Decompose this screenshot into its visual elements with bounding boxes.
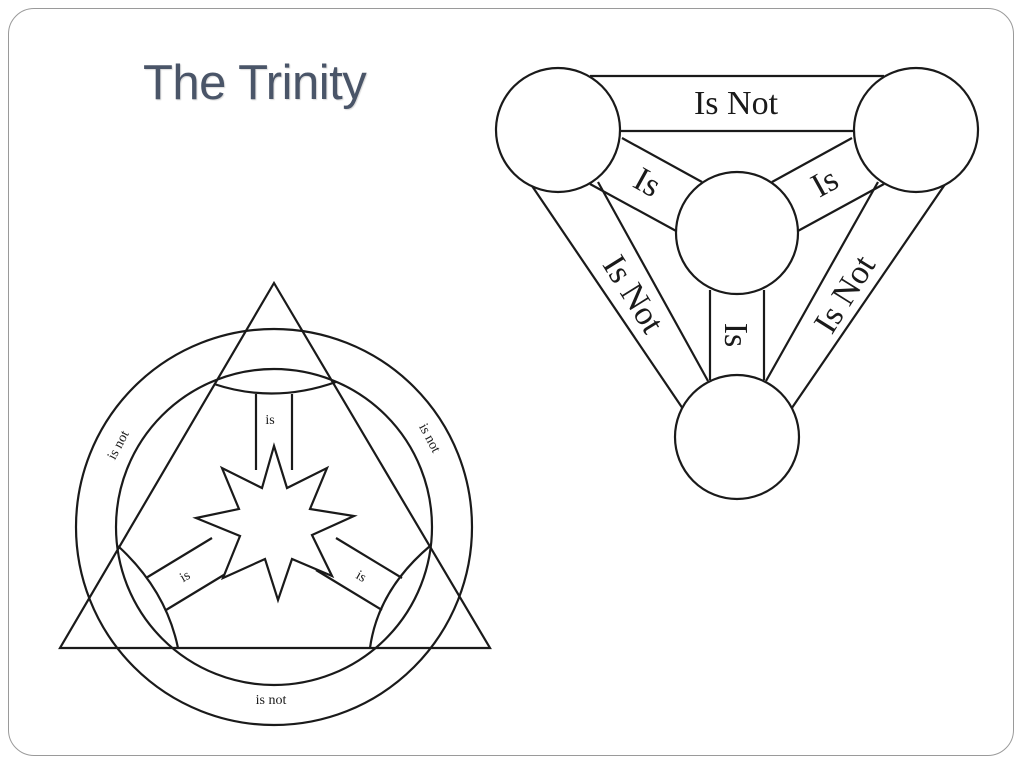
- shield-upper-right-inner-label: Is: [805, 161, 844, 205]
- triangle-left-spoke-label: is: [177, 568, 193, 586]
- triangle-bottom-arc-label: is not: [256, 693, 287, 708]
- shield-band-right: [765, 179, 949, 438]
- shield-circle-top-left: [494, 66, 622, 194]
- shield-band-upper-right: [771, 137, 885, 233]
- triangle-left-arc-label: is not: [105, 428, 133, 462]
- shield-band-left: [527, 179, 709, 438]
- shield-top-label: Is Not: [694, 85, 779, 122]
- triangle-outer-ring: [74, 327, 474, 727]
- left-corner-arc: [117, 545, 180, 649]
- triangle-right-spoke-label: is: [353, 568, 369, 586]
- shield-circle-top-right: [852, 66, 980, 194]
- top-spoke: [254, 394, 294, 470]
- triangle-trinity-diagram: is is is is not is not is not: [58, 280, 492, 727]
- right-corner-arc: [368, 545, 431, 649]
- left-spoke: [145, 537, 233, 611]
- top-corner-arc: [213, 380, 337, 395]
- right-spoke: [315, 537, 403, 611]
- triangle-inner-ring: [114, 367, 434, 687]
- triangle-right-arc-label: is not: [415, 421, 443, 455]
- slide-title: The Trinity: [143, 56, 367, 110]
- triangle-top-spoke-label: is: [265, 413, 274, 428]
- shield-right-outer-label: Is Not: [807, 249, 883, 340]
- central-star: [192, 442, 358, 604]
- shield-lower-inner-label: Is: [717, 323, 754, 348]
- shield-of-trinity-diagram: Is Not Is Not Is Not Is Is Is: [494, 66, 980, 501]
- shield-band-lower: [708, 290, 766, 380]
- shield-band-upper-left: [589, 137, 703, 233]
- main-triangle: [58, 280, 492, 650]
- shield-band-top: [590, 74, 884, 133]
- shield-upper-left-inner-label: Is: [627, 161, 666, 205]
- shield-circle-bottom: [673, 373, 801, 501]
- shield-circle-center: [674, 170, 800, 296]
